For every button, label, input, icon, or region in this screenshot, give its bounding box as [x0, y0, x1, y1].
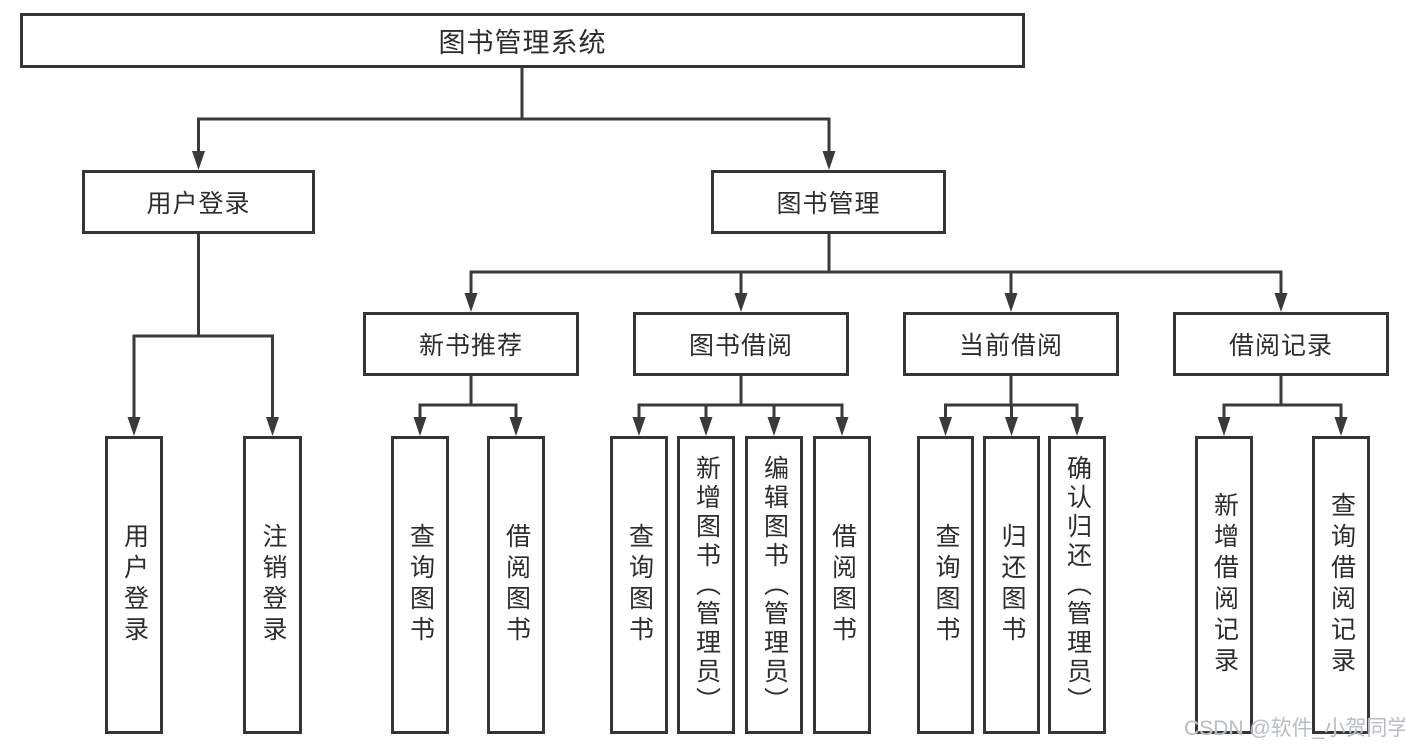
node-root: 图书管理系统	[20, 13, 1025, 68]
node-new-book-recommendation: 新书推荐	[363, 312, 579, 376]
leaf-edit-books-admin: 编辑图书（管理员）	[745, 436, 803, 734]
leaf-return-books: 归还图书	[983, 436, 1040, 734]
leaf-confirm-return-admin: 确认归还（管理员）	[1048, 436, 1106, 734]
leaf-query-borrowing-record: 查询借阅记录	[1312, 436, 1370, 734]
node-label: 借阅记录	[1228, 332, 1333, 360]
node-borrowing-records: 借阅记录	[1173, 312, 1389, 376]
leaf-user-login: 用户登录	[105, 436, 163, 734]
node-label: 新增借阅记录	[1210, 492, 1239, 678]
node-label: 归还图书	[998, 523, 1026, 647]
node-user-login: 用户登录	[82, 170, 315, 234]
leaf-recommend-borrow-books: 借阅图书	[487, 436, 545, 734]
node-label: 新书推荐	[418, 332, 523, 360]
leaf-add-books-admin: 新增图书（管理员）	[677, 436, 735, 734]
leaf-recommend-query-books: 查询图书	[391, 436, 449, 734]
node-label: 图书借阅	[688, 332, 793, 360]
node-current-borrowing: 当前借阅	[903, 312, 1119, 376]
node-label: 图书管理	[776, 190, 881, 218]
node-book-borrowing: 图书借阅	[633, 312, 849, 376]
node-label: 用户登录	[146, 190, 251, 218]
node-label: 编辑图书（管理员）	[760, 454, 789, 716]
node-label: 当前借阅	[958, 332, 1063, 360]
leaf-borrowing-borrow-books: 借阅图书	[813, 436, 871, 734]
node-label: 借阅图书	[828, 523, 857, 647]
node-label: 新增图书（管理员）	[692, 454, 721, 716]
node-label: 用户登录	[120, 523, 149, 647]
leaf-add-borrowing-record: 新增借阅记录	[1195, 436, 1253, 734]
leaf-borrowing-query-books: 查询图书	[610, 436, 668, 734]
leaf-logout: 注销登录	[243, 436, 302, 734]
node-label: 注销登录	[259, 523, 287, 647]
node-label: 查询图书	[625, 523, 654, 647]
leaf-current-query-books: 查询图书	[917, 436, 974, 734]
node-label: 查询图书	[406, 523, 435, 647]
node-label: 借阅图书	[502, 523, 531, 647]
node-label: 查询图书	[932, 523, 960, 647]
node-label: 图书管理系统	[438, 28, 607, 58]
node-label: 确认归还（管理员）	[1063, 454, 1092, 716]
node-book-management: 图书管理	[711, 170, 946, 234]
node-label: 查询借阅记录	[1327, 492, 1356, 678]
csdn-watermark: CSDN @软件_小贺同学	[1184, 717, 1405, 740]
